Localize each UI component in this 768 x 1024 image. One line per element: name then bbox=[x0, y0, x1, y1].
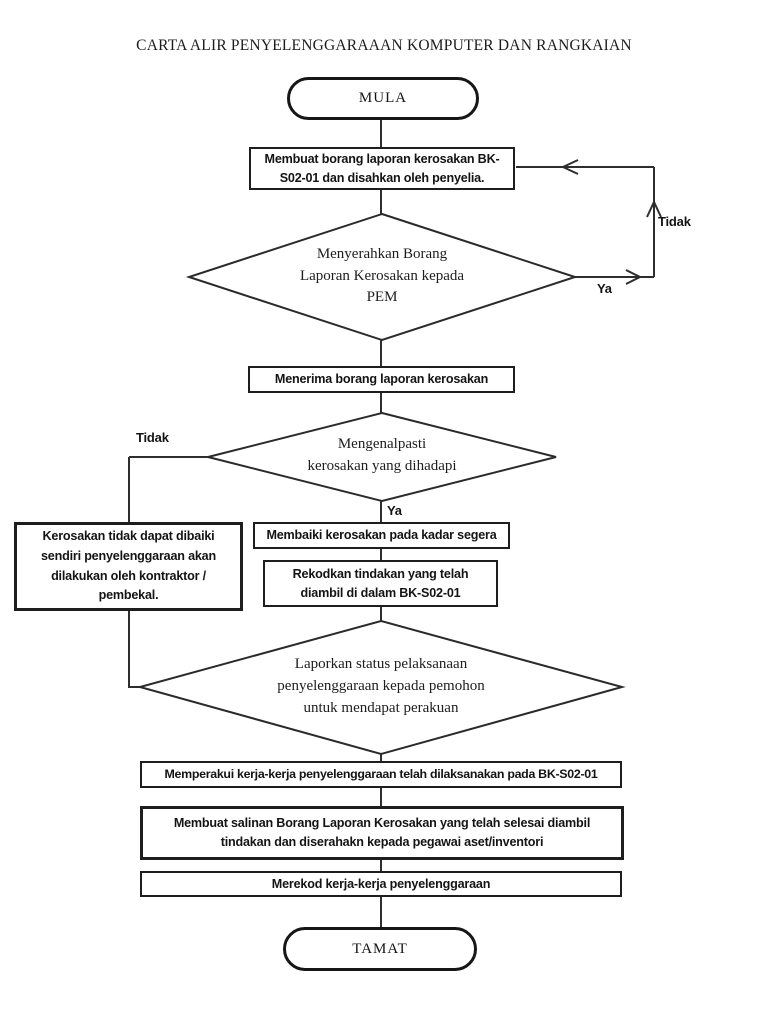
process-membuat-borang: Membuat borang laporan kerosakan BK- S02… bbox=[249, 147, 515, 190]
arrowhead-up-icon bbox=[646, 199, 662, 218]
decision-laporkan-shape bbox=[136, 619, 626, 756]
process-membuat-salinan: Membuat salinan Borang Laporan Kerosakan… bbox=[140, 806, 624, 860]
arrowhead-right-icon bbox=[625, 269, 643, 285]
decision-menyerahkan-shape bbox=[185, 212, 579, 342]
end-node-tamat: TAMAT bbox=[283, 927, 477, 971]
branch-label-ya-down: Ya bbox=[387, 503, 402, 518]
branch-label-ya-loop: Ya bbox=[597, 281, 612, 296]
process-menerima-borang: Menerima borang laporan kerosakan bbox=[248, 366, 515, 393]
branch-label-tidak-left: Tidak bbox=[136, 430, 169, 445]
decision-mengenalpasti-shape bbox=[207, 411, 557, 503]
process-kerosakan-kontraktor: Kerosakan tidak dapat dibaiki sendiri pe… bbox=[14, 522, 243, 611]
process-merekod: Merekod kerja-kerja penyelenggaraan bbox=[140, 871, 622, 897]
branch-label-tidak-loop: Tidak bbox=[658, 214, 691, 229]
decision-mengenalpasti-text: Mengenalpasti kerosakan yang dihadapi bbox=[307, 436, 457, 474]
process-membaiki-kerosakan: Membaiki kerosakan pada kadar segera bbox=[253, 522, 510, 549]
page-title: CARTA ALIR PENYELENGGARAAAN KOMPUTER DAN… bbox=[136, 37, 632, 54]
start-node-mula: MULA bbox=[287, 77, 479, 120]
decision-menyerahkan-text: Menyerahkan Borang Laporan Kerosakan kep… bbox=[299, 246, 465, 305]
arrowhead-left-icon bbox=[560, 159, 579, 175]
process-memperakui: Memperakui kerja-kerja penyelenggaraan t… bbox=[140, 761, 622, 788]
decision-laporkan-text: Laporkan status pelaksanaan penyelenggar… bbox=[277, 656, 485, 716]
process-rekodkan-tindakan: Rekodkan tindakan yang telah diambil di … bbox=[263, 560, 498, 607]
